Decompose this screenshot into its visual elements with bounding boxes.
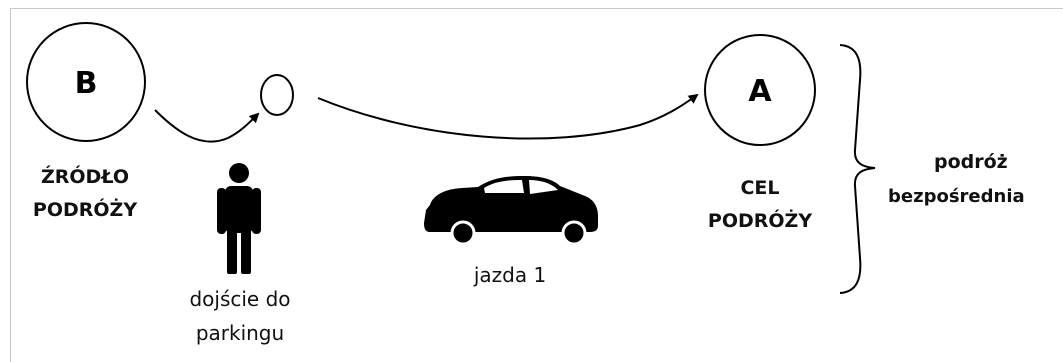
- parking-node: [260, 74, 294, 116]
- destination-node: [704, 34, 816, 146]
- trip-type-label: podróż bezpośrednia: [888, 150, 1063, 208]
- trip-type-line2: bezpośrednia: [888, 185, 1025, 207]
- drive-label: jazda 1: [473, 263, 547, 287]
- origin-node: [26, 22, 146, 142]
- walk-label-line1: dojście do: [189, 287, 291, 311]
- destination-label: CEL PODRÓŻY: [695, 176, 825, 233]
- destination-label-line2: PODRÓŻY: [707, 209, 813, 232]
- origin-label: ŹRÓDŁO PODRÓŻY: [20, 165, 150, 222]
- curly-brace-icon: [839, 44, 876, 294]
- drive-arrow: [317, 93, 699, 140]
- origin-label-line1: ŹRÓDŁO: [40, 166, 129, 188]
- walk-label: dojście do parkingu: [155, 286, 325, 346]
- destination-node-letter: A: [748, 74, 772, 109]
- origin-node-letter: B: [75, 66, 98, 101]
- trip-type-line1: podróż: [934, 151, 1008, 173]
- diagram-frame: [10, 8, 1063, 362]
- walk-arrow: [154, 109, 260, 143]
- car-icon: [424, 176, 598, 246]
- walk-label-line2: parkingu: [195, 321, 285, 345]
- destination-label-line1: CEL: [740, 177, 780, 199]
- origin-label-line2: PODRÓŻY: [32, 198, 138, 221]
- person-icon: [217, 163, 261, 274]
